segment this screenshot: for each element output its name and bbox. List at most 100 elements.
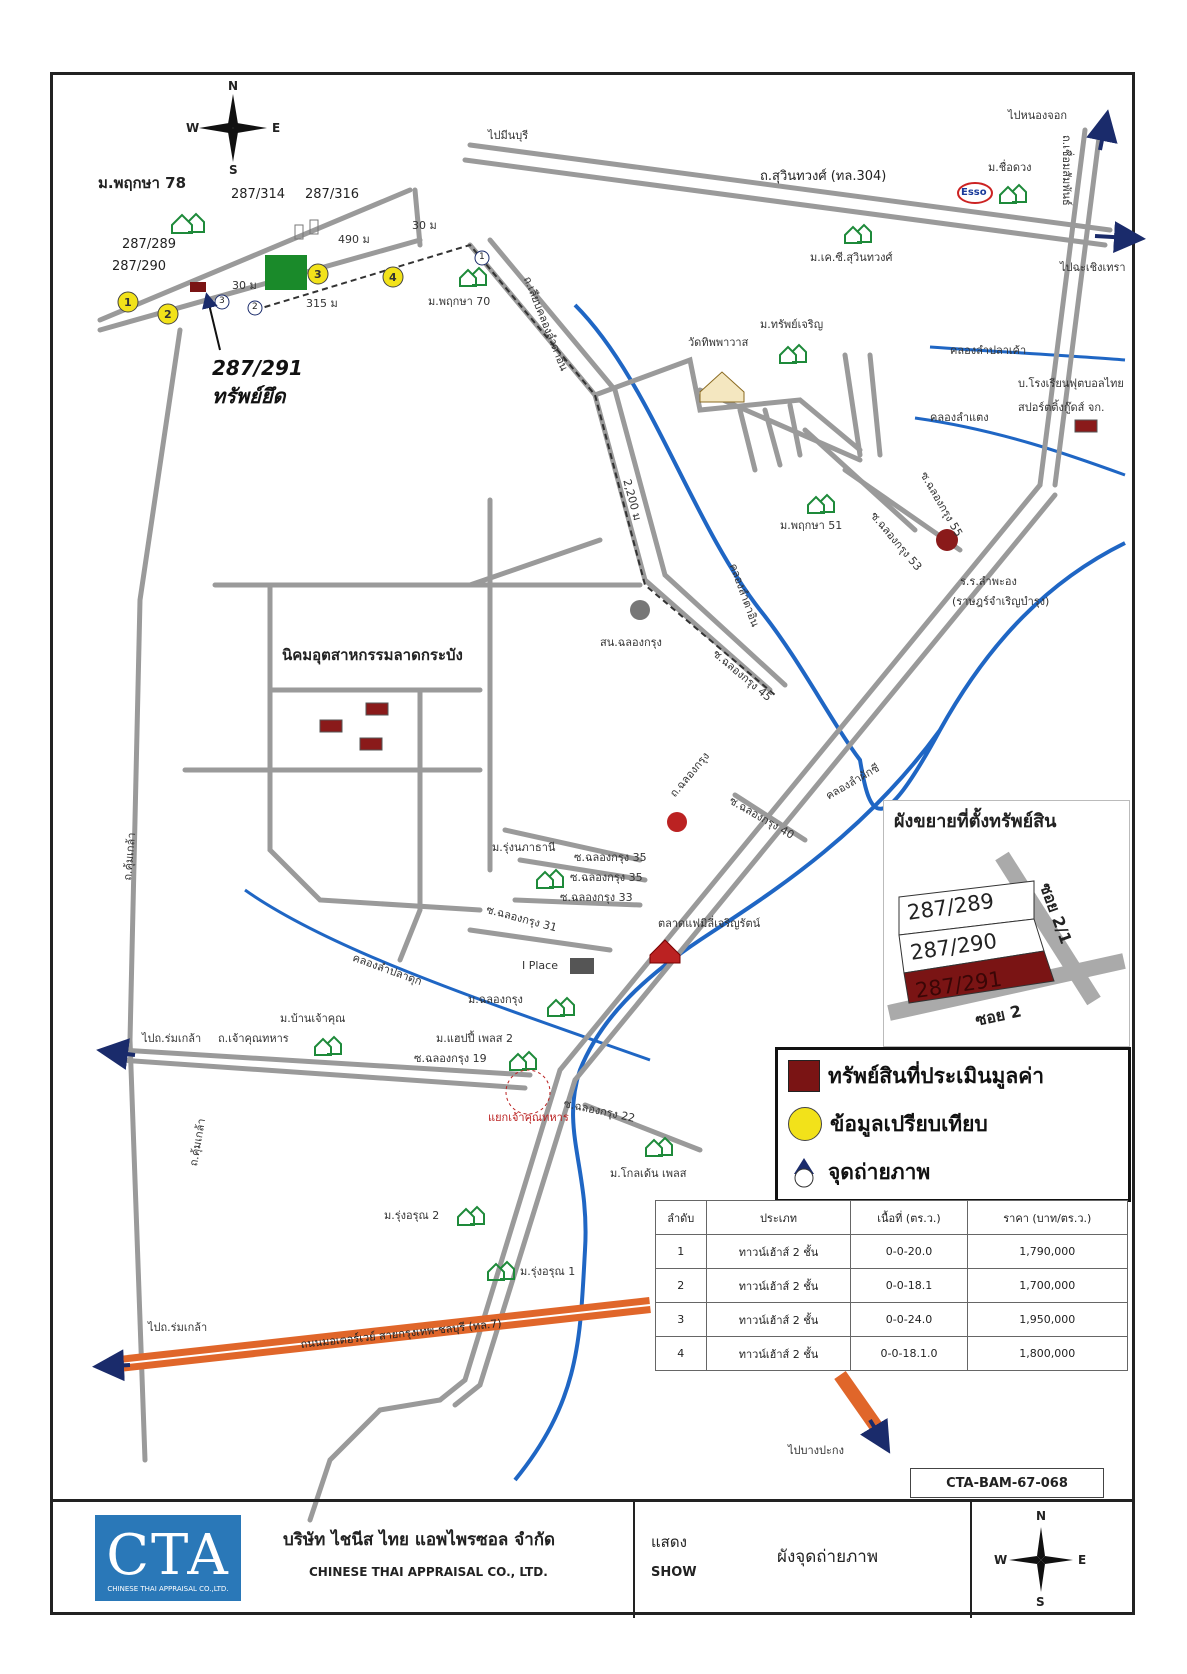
label-khlong-lamtamaeng: คลองลำแตง [930, 411, 989, 424]
label-village-baanchaokhun: ม.บ้านเจ้าคุณ [280, 1012, 346, 1025]
canal-lamphak [244, 888, 651, 1062]
viewpoint-markers [214, 250, 490, 316]
label-soi-35a: ซ.ฉลองกรุง 35 [574, 851, 647, 864]
company-name-en: CHINESE THAI APPRAISAL CO., LTD. [309, 1565, 548, 1579]
label-287-316: 287/316 [305, 187, 360, 202]
footer-compass-n: N [1036, 1509, 1047, 1523]
village-icon [999, 183, 1027, 204]
footer-divider [633, 1502, 635, 1618]
label-estate: นิคมอุตสาหกรรมลาดกระบัง [282, 646, 463, 664]
cell: 0-0-20.0 [850, 1234, 968, 1269]
label-village-rungarun1: ม.รุ่งอรุณ 1 [520, 1265, 576, 1278]
esso-icon [957, 182, 993, 204]
handwritten-note-1: 287/291 [212, 356, 303, 380]
village-icon [645, 1136, 673, 1157]
label-soi-35b: ซ.ฉลองกรุง 35 [570, 871, 643, 884]
cta-logo: CTA CHINESE THAI APPRAISAL CO.,LTD. [95, 1515, 241, 1601]
table-row: 4 ทาวน์เฮ้าส์ 2 ชั้น 0-0-18.1.0 1,800,00… [655, 1336, 1129, 1371]
village-icon [807, 493, 835, 514]
iplace-icon [570, 958, 594, 974]
label-287-314: 287/314 [231, 187, 286, 202]
legend-viewpoint-icon [794, 1158, 814, 1188]
village-icon [487, 1260, 515, 1281]
legend-comparable-swatch [788, 1107, 822, 1141]
label-village-chalong: ม.ฉลองกรุง [468, 993, 523, 1006]
comparable-markers [117, 263, 404, 325]
inset-title: ผังขยายที่ตั้งทรัพย์สิน [894, 811, 1057, 832]
viewpoint-3-label: 3 [219, 296, 225, 306]
compass-s: S [229, 163, 238, 177]
logo-subtext: CHINESE THAI APPRAISAL CO.,LTD. [107, 1585, 229, 1593]
handwritten-note-2: ทรัพย์ยึด [212, 384, 286, 408]
label-287-290: 287/290 [112, 259, 167, 274]
landmark-star-icon [667, 812, 687, 832]
label-village-kc: ม.เค.ซี.สุวินทวงศ์ [810, 251, 893, 264]
canal-lamtamaeng [914, 416, 1126, 477]
label-road-chaokhun: ถ.เจ้าคุณทหาร [218, 1032, 289, 1045]
compass-w: W [186, 121, 200, 135]
arrow-chachoengsao [1094, 221, 1146, 254]
label-village-rungarun2: ม.รุ่งอรุณ 2 [384, 1209, 440, 1222]
cell: ทาวน์เฮ้าส์ 2 ชั้น [705, 1302, 852, 1337]
label-school-1: ร.ร.ลำพะอง [960, 575, 1017, 588]
show-label-th: แสดง [651, 1533, 687, 1551]
comparable-2 [157, 303, 179, 325]
police-icon [630, 600, 650, 620]
label-market: ตลาดแฟมิลี่เจริญรัตน์ [658, 917, 761, 930]
inset-drawing [887, 851, 1126, 1021]
label-football: บ.โรงเรียนฟุตบอลไทย [1018, 377, 1124, 390]
legend: ทรัพย์สินที่ประเมินมูลค่า ข้อมูลเปรียบเท… [775, 1047, 1131, 1202]
compass-rose-top [199, 94, 267, 162]
label-village-supcharoen: ม.ทรัพย์เจริญ [760, 318, 824, 331]
label-police: สน.ฉลองกรุง [600, 636, 662, 649]
th-type: ประเภท [705, 1200, 852, 1235]
school-icon [936, 529, 958, 551]
footer-bar [50, 1499, 1135, 1618]
label-to-bangpakong: ไปบางปะกง [788, 1444, 844, 1457]
road-network [97, 127, 1113, 1523]
arrow-nongchok [1086, 109, 1118, 151]
compass-rose-footer [1009, 1527, 1073, 1592]
legend-subject-label: ทรัพย์สินที่ประเมินมูลค่า [828, 1063, 1045, 1088]
village-icon [171, 212, 205, 234]
label-soi-33: ซ.ฉลองกรุง 33 [560, 891, 633, 904]
label-village-chuedoung: ม.ชื่อดวง [988, 161, 1032, 174]
comparable-3-label: 3 [314, 268, 322, 281]
comparable-4-label: 4 [389, 271, 397, 284]
label-road-suwinthawong: ถ.สุวินทวงศ์ (ทล.304) [760, 169, 887, 184]
legend-viewpoint-label: จุดถ่ายภาพ [828, 1159, 931, 1184]
label-soi-19: ซ.ฉลองกรุง 19 [414, 1052, 487, 1065]
footer-compass-e: E [1078, 1553, 1087, 1567]
building-314 [294, 224, 304, 240]
comparable-1 [117, 291, 139, 313]
th-area: เนื้อที่ (ตร.ว.) [850, 1200, 968, 1235]
legend-item-viewpoint: จุดถ่ายภาพ [788, 1152, 930, 1192]
label-village-golden: ม.โกลเด้น เพลส [610, 1167, 687, 1180]
viewpoint-2-label: 2 [252, 302, 258, 312]
label-village-78: ม.พฤกษา 78 [98, 174, 187, 192]
table-row: 2 ทาวน์เฮ้าส์ 2 ชั้น 0-0-18.1 1,700,000 [655, 1268, 1129, 1303]
comparable-2-label: 2 [164, 308, 172, 321]
cell: 3 [655, 1302, 707, 1337]
cell: 2 [655, 1268, 707, 1303]
label-iplace: I Place [522, 959, 558, 972]
table-row: 1 ทาวน์เฮ้าส์ 2 ชั้น 0-0-20.0 1,790,000 [655, 1234, 1129, 1269]
viewpoint-1 [474, 250, 490, 266]
map-frame [50, 72, 1135, 1615]
village-icon [844, 223, 872, 244]
label-to-chachoengsao: ไปฉะเชิงเทรา [1060, 261, 1126, 274]
comparables-table: ลำดับ ประเภท เนื้อที่ (ตร.ว.) ราคา (บาท/… [655, 1200, 1129, 1371]
village-icon [459, 266, 487, 287]
village-icon [536, 868, 564, 889]
handwritten-arrow [202, 292, 221, 351]
inset-map: ผังขยายที่ตั้งทรัพย์สิน 287/289 287/290 … [883, 800, 1130, 1047]
comparable-3 [307, 263, 329, 285]
compass-e: E [272, 121, 281, 135]
label-road-chueamsamphan: ถ.เชื่อมสัมพันธ์ [1060, 135, 1073, 206]
logo-text: CTA [106, 1523, 230, 1588]
label-village-happy: ม.แฮปปี้ เพลส 2 [436, 1032, 513, 1045]
footer-compass-s: S [1036, 1595, 1045, 1609]
label-to-romklao-bottom: ไปถ.ร่มเกล้า [148, 1321, 208, 1334]
show-label-en: SHOW [651, 1565, 697, 1580]
label-to-nongchok: ไปหนองจอก [1008, 109, 1067, 122]
